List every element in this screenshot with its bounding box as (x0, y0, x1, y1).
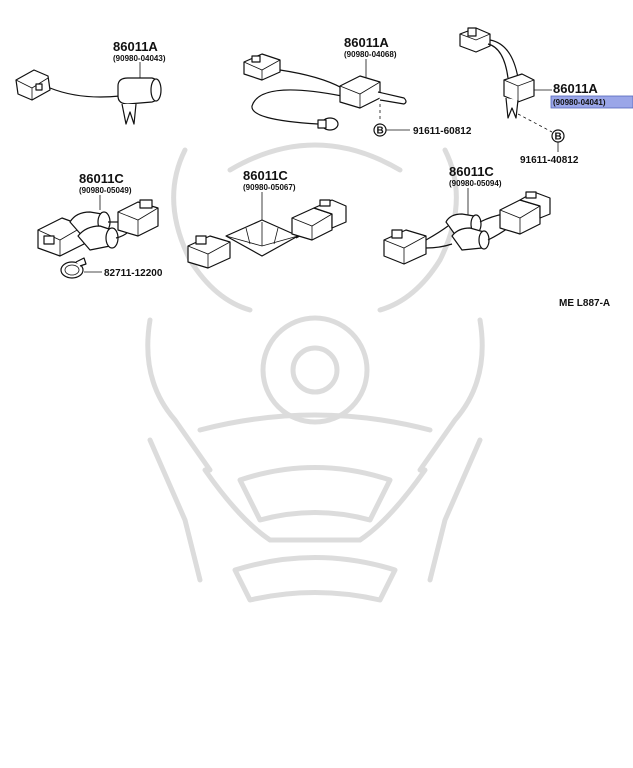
bolt-dash (517, 113, 553, 133)
connector-plug (15, 69, 51, 101)
filter-coils (445, 213, 490, 251)
p3-bolt-label: 91611-40812 (520, 155, 579, 166)
connector-left (187, 235, 231, 269)
wire (279, 69, 343, 89)
wire (425, 225, 449, 241)
connector-right (499, 191, 551, 235)
bolt-marker-letter: B (377, 126, 384, 137)
filter-coils (69, 211, 119, 251)
p3-sublabel: (90980-04041) (553, 98, 606, 107)
ground-terminal (317, 117, 339, 131)
p3-label: 86011A (553, 81, 598, 96)
bolt-marker-letter: B (555, 132, 562, 143)
part-86011c-05094[interactable]: 86011C (90980-05094) (383, 164, 551, 265)
wire (425, 243, 453, 249)
part-86011c-05049[interactable]: 86011C (90980-05049) 82711- (37, 171, 163, 279)
part-86011c-05067[interactable]: 86011C (90980-05067) (187, 168, 347, 269)
p6-sublabel: (90980-05094) (449, 179, 502, 188)
diagram-code: ME L887-A (559, 298, 610, 309)
filter-body (339, 75, 407, 109)
connector-right (117, 199, 159, 237)
connector-left (37, 217, 85, 257)
p1-label: 86011A (113, 39, 158, 54)
p2-label: 86011A (344, 35, 389, 50)
p5-sublabel: (90980-05067) (243, 183, 296, 192)
watermark-emblem (145, 142, 485, 603)
filter-body (503, 73, 535, 119)
ground-wire (251, 89, 343, 125)
p3-sublabel-highlight (550, 95, 633, 109)
p1-sublabel: (90980-04043) (113, 54, 166, 63)
connector-left (383, 229, 427, 265)
connector-plug (459, 27, 491, 53)
hose-clamp (60, 257, 87, 279)
p5-label: 86011C (243, 168, 288, 183)
part-86011a-04041[interactable]: 86011A (90980-04041) B 91611-40812 (459, 27, 633, 166)
part-86011a-04043[interactable]: 86011A (90980-04043) (15, 39, 166, 125)
part-86011a-04068[interactable]: 86011A (90980-04068) B 91611-60812 (243, 35, 472, 137)
connector-plug (243, 53, 281, 81)
bolt-marker: B (373, 123, 387, 137)
filter-body (117, 77, 162, 125)
wire (49, 87, 121, 98)
wire (489, 39, 519, 79)
p6-label: 86011C (449, 164, 494, 179)
p4-label: 86011C (79, 171, 124, 186)
p2-bolt-label: 91611-60812 (413, 126, 472, 137)
filter-tent (225, 219, 299, 257)
p4-clamp-label: 82711-12200 (104, 268, 163, 279)
connector-right (291, 199, 347, 241)
p2-sublabel: (90980-04068) (344, 50, 397, 59)
p4-sublabel: (90980-05049) (79, 186, 132, 195)
wire (487, 43, 509, 79)
bolt-marker: B (551, 129, 565, 143)
